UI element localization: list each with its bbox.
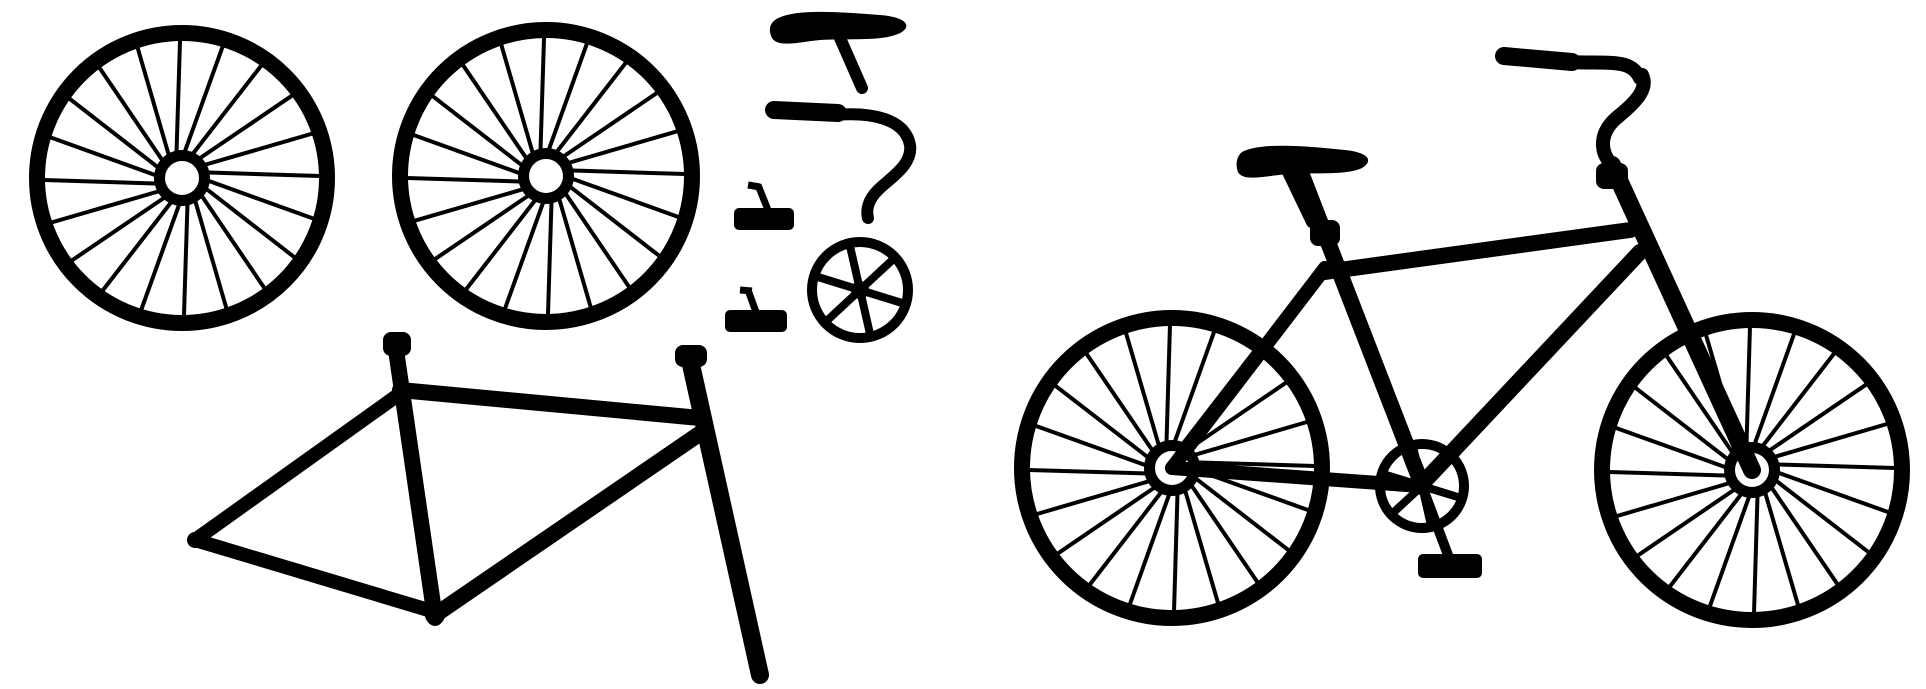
spoke — [414, 189, 525, 221]
spoke — [1174, 491, 1178, 611]
spoke — [407, 178, 523, 182]
frame-icon — [187, 332, 760, 675]
spoke — [569, 170, 685, 174]
spoke — [1617, 483, 1732, 517]
disassembled-parts — [37, 12, 910, 675]
rear-wheel-icon — [400, 30, 692, 322]
bicycle-frame-icon — [1172, 75, 1752, 486]
spoke — [1126, 333, 1160, 448]
saddle-icon — [770, 12, 907, 88]
spoke — [559, 196, 591, 307]
spoke — [540, 37, 544, 153]
spoke — [1166, 325, 1170, 445]
pedal-icon — [725, 290, 787, 332]
spoke — [44, 180, 159, 184]
spoke — [548, 199, 552, 315]
chainring-center — [851, 281, 869, 299]
spoke — [1185, 488, 1219, 603]
spoke — [138, 47, 170, 157]
spoke — [1746, 327, 1750, 447]
spoke — [195, 198, 227, 308]
spoke — [1029, 470, 1149, 474]
spoke — [202, 134, 312, 166]
spoke — [566, 131, 677, 163]
spoke — [51, 191, 161, 223]
spoke — [1037, 481, 1152, 515]
sprocket-icon — [812, 242, 908, 338]
spoke — [1772, 424, 1887, 458]
spoke — [205, 172, 320, 176]
front-wheel-icon — [37, 33, 327, 323]
spoke — [1609, 472, 1729, 476]
spoke — [1765, 490, 1799, 605]
bicycle-handlebar-icon — [1504, 56, 1640, 78]
handlebar-icon — [774, 110, 910, 218]
spoke — [1754, 493, 1758, 613]
hub — [162, 158, 202, 198]
bicycle-icon — [1022, 56, 1902, 620]
spoke — [1775, 464, 1895, 468]
spoke — [184, 201, 188, 316]
pedal-icon — [734, 185, 794, 230]
spoke — [501, 44, 533, 155]
hub — [526, 156, 566, 196]
spoke — [176, 40, 180, 155]
